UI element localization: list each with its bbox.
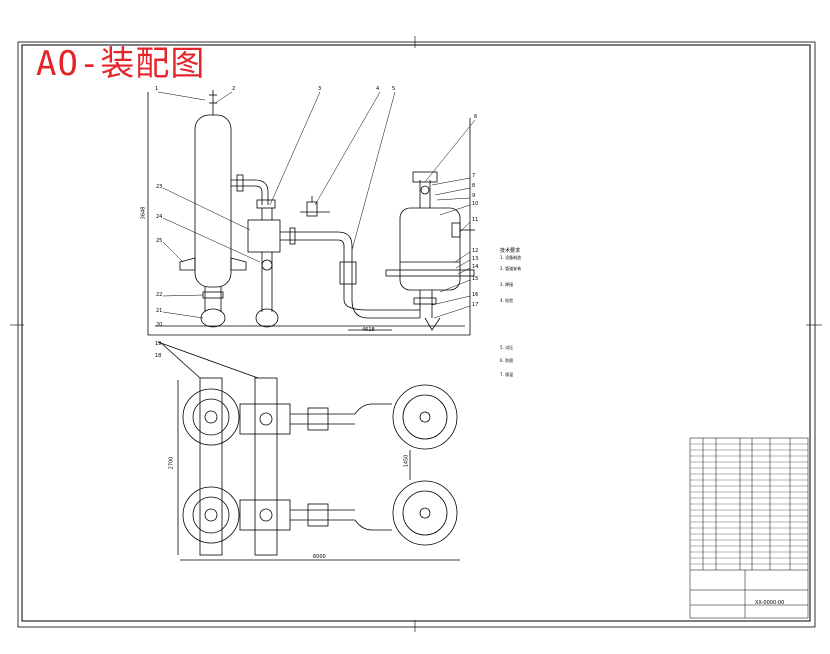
- svg-text:5: 5: [392, 86, 395, 92]
- dimension-front-height: 3648: [140, 206, 147, 220]
- parts-list-rows: [690, 443, 808, 565]
- flange-top-left: [182, 388, 240, 446]
- svg-text:7: 7: [472, 173, 475, 179]
- dimension-total-width: 6000: [313, 554, 326, 560]
- svg-text:20: 20: [156, 322, 162, 328]
- svg-text:4: 4: [376, 86, 379, 92]
- note-line: 1. 设备制造: [500, 255, 522, 260]
- svg-text:11: 11: [472, 217, 478, 223]
- svg-text:15: 15: [472, 276, 478, 282]
- svg-text:22: 22: [156, 292, 162, 298]
- svg-text:19: 19: [155, 341, 161, 347]
- dimension-right-span: 1450: [403, 454, 410, 468]
- svg-text:12: 12: [472, 248, 478, 254]
- technical-requirements-heading: 技术要求: [500, 248, 521, 254]
- svg-text:23: 23: [156, 184, 162, 190]
- inner-frame: [21, 44, 811, 622]
- flange-bottom-left: [182, 486, 240, 544]
- svg-text:9: 9: [472, 193, 475, 199]
- receiver-vessel: [399, 207, 461, 291]
- svg-text:21: 21: [156, 308, 162, 314]
- vessel-bottom-right: [392, 480, 458, 546]
- separator-column: [194, 114, 232, 288]
- dimension-base-length: 4618: [362, 327, 375, 333]
- svg-text:16: 16: [472, 292, 478, 298]
- drawing-title: AO-装配图: [36, 44, 206, 84]
- note-line: 7. 保温: [500, 372, 514, 377]
- valve-body: [247, 219, 281, 253]
- svg-text:6: 6: [474, 114, 477, 120]
- svg-text:10: 10: [472, 201, 478, 207]
- note-line: 6. 防腐: [500, 358, 514, 363]
- leaders-front: [157, 91, 476, 319]
- outer-frame: [17, 41, 816, 628]
- note-line: 2. 管道安装: [500, 266, 522, 271]
- svg-text:18: 18: [155, 353, 161, 359]
- svg-text:3: 3: [318, 86, 321, 92]
- svg-text:17: 17: [472, 302, 478, 308]
- svg-text:14: 14: [472, 264, 478, 270]
- svg-text:2: 2: [232, 86, 235, 92]
- pump: [200, 308, 226, 328]
- svg-text:8: 8: [472, 183, 475, 189]
- front-view: [147, 90, 475, 336]
- svg-text:25: 25: [156, 238, 162, 244]
- plan-view: [157, 341, 460, 561]
- svg-text:13: 13: [472, 256, 478, 262]
- note-line: 3. 焊接: [500, 282, 514, 287]
- drawing-code: XX-0000-00: [755, 600, 785, 606]
- svg-text:1: 1: [155, 86, 158, 92]
- note-line: 4. 检验: [500, 298, 514, 303]
- note-line: 5. 试压: [500, 345, 514, 350]
- vessel-top-right: [392, 384, 458, 450]
- dimension-plan-depth: 2700: [168, 456, 175, 470]
- svg-text:24: 24: [156, 214, 162, 220]
